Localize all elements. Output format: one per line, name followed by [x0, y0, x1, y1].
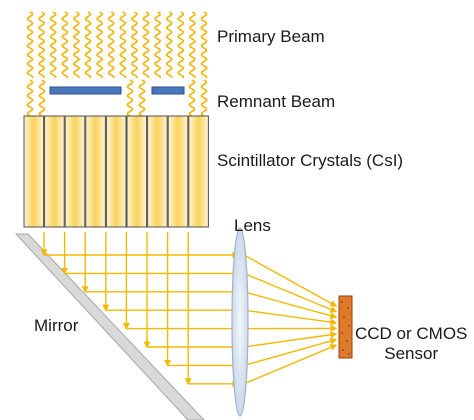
scintillator-crystal	[126, 115, 148, 228]
remnant-beam-wave	[126, 79, 134, 123]
scintillator-crystals	[23, 115, 209, 228]
primary-beam-wave	[38, 11, 46, 79]
sensor-speckle	[348, 353, 350, 355]
primary-beam-wave	[107, 11, 115, 79]
lens-layer	[231, 227, 249, 417]
light-ray-converging	[243, 331, 338, 348]
primary-beam-wave	[142, 11, 150, 79]
remnant-blocker-right	[151, 86, 185, 95]
sensor-speckle	[346, 340, 348, 342]
lens-label: Lens	[234, 216, 271, 235]
primary-beam-wave	[165, 11, 173, 79]
light-ray-converging	[243, 272, 338, 313]
light-ray-converging	[243, 337, 338, 367]
remnant-blocker-left	[49, 86, 122, 95]
scintillator-crystal	[64, 115, 86, 228]
sensor-layer	[338, 295, 353, 359]
primary-beam-wave	[49, 11, 57, 79]
primary-beam-wave	[84, 11, 92, 79]
scintillator-crystal	[85, 115, 106, 228]
scintillator-crystal	[147, 115, 168, 228]
primary-beam-wave	[200, 11, 208, 79]
primary-beam-wave	[72, 11, 80, 79]
remnant-beam-wave	[38, 79, 46, 123]
primary-beam-waves	[26, 11, 208, 123]
mirror-label: Mirror	[34, 316, 79, 335]
light-ray-converging	[243, 254, 338, 307]
primary-beam-wave	[130, 11, 138, 79]
light-ray-converging	[243, 309, 338, 326]
primary-beam-wave	[61, 11, 69, 79]
sensor-speckle	[347, 307, 349, 309]
primary-beam-label: Primary Beam	[217, 27, 325, 46]
scintillator-crystal	[44, 115, 65, 228]
sensor-label-line2: Sensor	[384, 344, 439, 363]
scintillator-label: Scintillator Crystals (CsI)	[217, 151, 404, 170]
remnant-beam-wave	[200, 79, 208, 123]
scintillator-crystal	[167, 115, 189, 228]
primary-beam-wave	[26, 11, 34, 79]
sensor-speckle	[343, 316, 345, 318]
remnant-beam-wave	[26, 79, 34, 123]
scintillator-crystal	[105, 115, 127, 228]
remnant-beam-blockers	[49, 86, 185, 95]
primary-beam-wave	[96, 11, 104, 79]
sensor-speckle	[348, 325, 350, 327]
primary-beam-wave	[188, 11, 196, 79]
light-ray-converging	[243, 344, 338, 385]
light-ray-converging	[243, 291, 338, 320]
scintillator-crystal	[188, 115, 209, 228]
sensor-label-line1: CCD or CMOS	[355, 324, 468, 343]
lens-shape	[231, 227, 249, 417]
mirror-plate	[14, 233, 205, 420]
sensor-speckle	[341, 301, 343, 303]
primary-beam-wave	[177, 11, 185, 79]
light-rays	[40, 232, 338, 388]
primary-beam-wave	[119, 11, 127, 79]
remnant-beam-wave	[188, 79, 196, 123]
sensor-speckle	[341, 332, 343, 334]
sensor-speckle	[342, 349, 344, 351]
remnant-beam-wave	[138, 79, 146, 123]
ccd-sensor	[338, 295, 353, 359]
mirror-layer	[14, 233, 205, 420]
remnant-beam-label: Remnant Beam	[217, 92, 336, 111]
scintillator-crystal	[23, 115, 45, 228]
primary-beam-wave	[154, 11, 162, 79]
sensor-label: CCD or CMOS Sensor	[355, 324, 467, 364]
